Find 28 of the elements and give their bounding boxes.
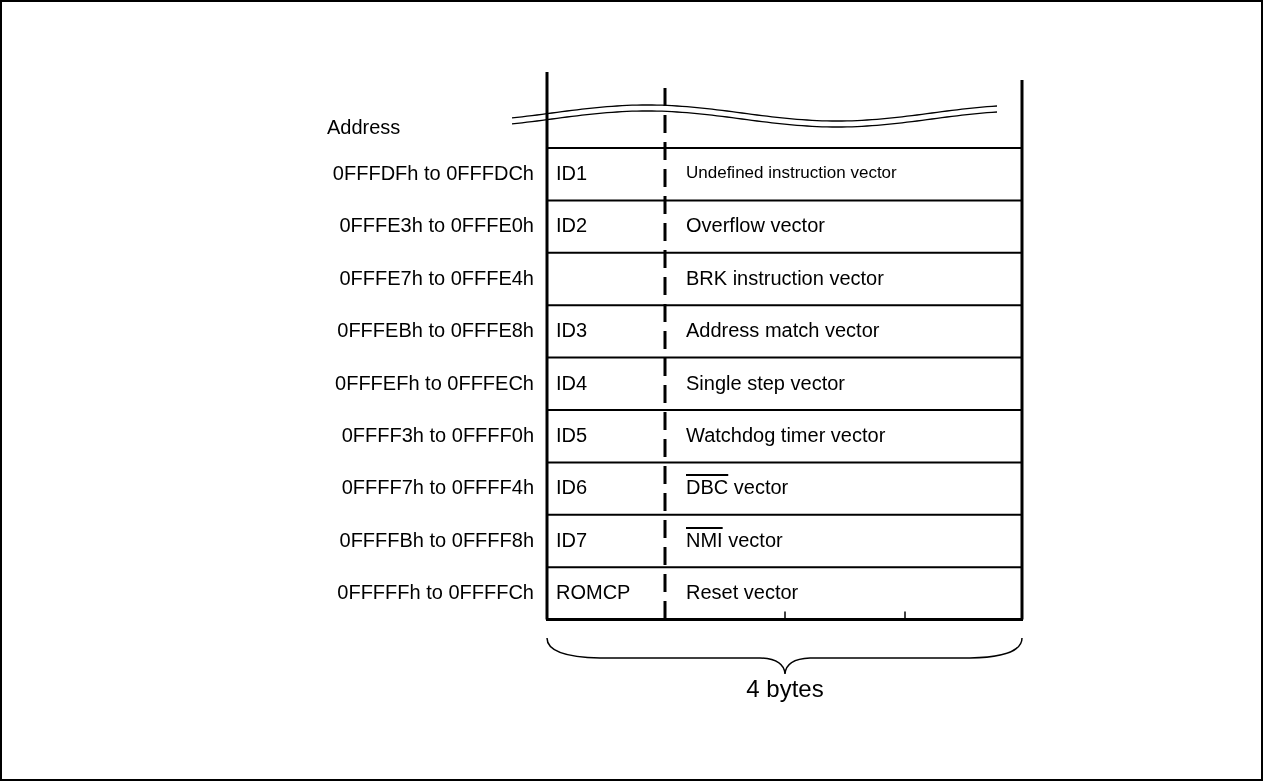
address-range: 0FFFEFh to 0FFFECh	[335, 370, 534, 396]
vector-id: ID4	[556, 370, 588, 396]
address-range: 0FFFF7h to 0FFFF4h	[341, 475, 534, 501]
vector-name: Watchdog timer vector	[686, 423, 886, 448]
vector-name: Reset vector	[686, 580, 799, 606]
address-range: 0FFFE7h to 0FFFE4h	[339, 265, 534, 291]
vector-id: ID1	[556, 161, 588, 186]
address-range: 0FFFFFh to 0FFFFCh	[337, 580, 534, 606]
vector-id: ROMCP	[556, 580, 631, 606]
vector-name: BRK instruction vector	[686, 265, 884, 291]
vector-id: ID2	[556, 213, 588, 239]
width-label: 4 bytes	[745, 676, 825, 702]
address-range: 0FFFF3h to 0FFFF0h	[341, 423, 534, 448]
vector-id: ID5	[556, 423, 588, 448]
vector-name: Address match vector	[686, 318, 880, 344]
vector-name: Overflow vector	[686, 213, 825, 239]
vector-name: Undefined instruction vector	[686, 162, 897, 184]
vector-id: ID6	[556, 475, 588, 501]
vector-name: NMI vector	[686, 527, 783, 553]
vector-name: Single step vector	[686, 370, 845, 396]
address-range: 0FFFDFh to 0FFFDCh	[332, 161, 534, 186]
vector-id: ID3	[556, 318, 588, 344]
vector-id: ID7	[556, 527, 588, 553]
column-header: Address	[327, 115, 401, 140]
address-range: 0FFFFBh to 0FFFF8h	[339, 527, 534, 553]
address-range: 0FFFEBh to 0FFFE8h	[337, 318, 534, 344]
vector-name: DBC vector	[686, 475, 789, 501]
address-range: 0FFFE3h to 0FFFE0h	[339, 213, 534, 239]
